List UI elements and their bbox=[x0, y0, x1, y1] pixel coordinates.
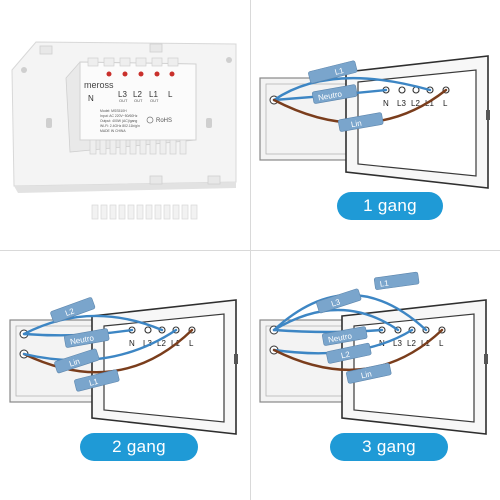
terminal-l2: L2 bbox=[411, 99, 420, 108]
terminal-l2: L2 bbox=[407, 339, 416, 348]
terminal-l3: L3 bbox=[143, 339, 152, 348]
terminal-n: N bbox=[129, 339, 135, 348]
tag-l1: L1 bbox=[379, 278, 390, 288]
product-brand-logo: meross bbox=[84, 80, 114, 90]
product-terminal-l2: L2 bbox=[133, 90, 142, 99]
terminal-l2: L2 bbox=[157, 339, 166, 348]
product-spec-line: Input: AC 220V~50/60Hz bbox=[100, 114, 138, 118]
ce-icon bbox=[146, 116, 154, 124]
terminal-l1: L1 bbox=[425, 99, 434, 108]
tag-l1: L1 bbox=[334, 66, 345, 77]
rohs-mark: RoHS bbox=[156, 118, 172, 124]
tag-neutro: Neutro bbox=[317, 89, 343, 102]
product-terminal-l1: L1 bbox=[149, 90, 158, 99]
two-gang-label: 2 gang bbox=[80, 433, 198, 461]
product-spec-line: Wi-Fi: 2.4GHz 802.11b/g/n bbox=[100, 124, 140, 128]
tag-neutro: Neutro bbox=[69, 333, 95, 346]
terminal-l3: L3 bbox=[397, 99, 406, 108]
terminal-n: N bbox=[383, 99, 389, 108]
tag-l2: L2 bbox=[64, 306, 76, 318]
terminal-l3: L3 bbox=[393, 339, 402, 348]
product-spec-line: MADE IN CHINA bbox=[100, 129, 126, 133]
tag-lin: Lin bbox=[350, 119, 362, 130]
three-gang-label: 3 gang bbox=[330, 433, 448, 461]
two-gang-diagram-panel: N L3 L2 L1 L L2 Neutro Lin bbox=[0, 250, 250, 500]
switch-back-illustration: N L3 L2 L1 L OUT OUT OUT meross Model: M… bbox=[11, 41, 237, 220]
product-terminal-l2-sub: OUT bbox=[134, 98, 143, 103]
product-spec-line: Output: 400W (AC)/gang bbox=[100, 119, 137, 123]
terminal-l: L bbox=[439, 339, 444, 348]
one-gang-wiring-diagram: N L3 L2 L1 L L1 Neutro Lin bbox=[259, 55, 490, 189]
three-gang-diagram-panel: N L3 L2 L1 L L1 L3 Neutro bbox=[250, 250, 500, 500]
tag-neutro: Neutro bbox=[327, 331, 353, 344]
two-gang-wiring-diagram: N L3 L2 L1 L L2 Neutro Lin bbox=[9, 297, 238, 435]
product-terminal-l: L bbox=[168, 90, 173, 99]
one-gang-label: 1 gang bbox=[337, 192, 443, 220]
product-terminal-l3-sub: OUT bbox=[119, 98, 128, 103]
product-terminal-l3: L3 bbox=[118, 90, 127, 99]
product-photo-panel: N L3 L2 L1 L OUT OUT OUT meross Model: M… bbox=[0, 0, 250, 250]
tag-l3: L3 bbox=[330, 297, 342, 308]
tag-lin: Lin bbox=[360, 369, 372, 380]
tag-l2: L2 bbox=[340, 350, 351, 361]
product-terminal-n: N bbox=[88, 94, 94, 103]
terminal-l: L bbox=[443, 99, 448, 108]
one-gang-diagram-panel: N L3 L2 L1 L L1 Neutro Lin bbox=[250, 0, 500, 250]
tag-l1: L1 bbox=[88, 377, 99, 388]
horizontal-divider bbox=[0, 250, 500, 251]
three-gang-wiring-diagram: N L3 L2 L1 L L1 L3 Neutro bbox=[259, 271, 488, 435]
ribbon-connector bbox=[91, 204, 198, 220]
product-terminal-l1-sub: OUT bbox=[150, 98, 159, 103]
product-spec-line: Model: MSS510H bbox=[100, 109, 127, 113]
tag-lin: Lin bbox=[68, 357, 81, 369]
terminal-l: L bbox=[189, 339, 194, 348]
